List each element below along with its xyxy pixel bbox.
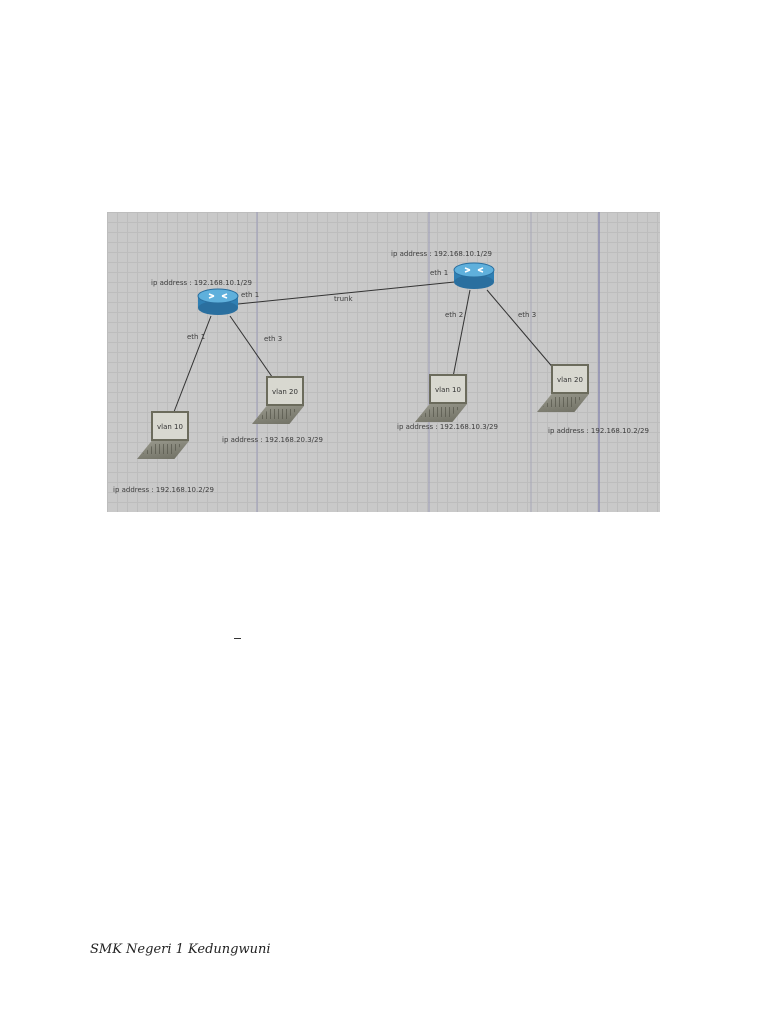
laptop-vlan-label: vlan 10 (435, 386, 461, 394)
laptop-icon: vlan 10 (415, 374, 471, 430)
router-right-ip-label: ip address : 192.168.10.1/29 (391, 250, 492, 258)
router-left-icon (197, 288, 239, 318)
laptop-keyboard (543, 397, 583, 407)
laptop-vlan-label: vlan 10 (157, 423, 183, 431)
connection-lines (171, 212, 600, 512)
port-label-right-eth2: eth 2 (445, 311, 464, 319)
router-left-ip-label: ip address : 192.168.10.1/29 (151, 279, 252, 287)
laptop-icon: vlan 20 (537, 364, 593, 420)
laptop-screen: vlan 10 (151, 411, 189, 441)
port-label-left-eth3: eth 3 (264, 335, 283, 343)
link-right-eth3 (486, 289, 556, 371)
link-right-eth2 (452, 289, 471, 378)
laptop-screen: vlan 20 (551, 364, 589, 394)
laptop-screen: vlan 20 (266, 376, 304, 406)
link-left-eth3 (229, 315, 278, 385)
laptop-vlan-label: vlan 20 (557, 376, 583, 384)
laptop-keyboard (258, 409, 298, 419)
laptop-screen: vlan 10 (429, 374, 467, 404)
laptop-ip-label: ip address : 192.168.10.2/29 (113, 486, 214, 494)
router-right-icon (453, 262, 495, 292)
laptop-keyboard (421, 407, 461, 417)
text-cursor-dash (234, 638, 241, 639)
laptop-vlan-label: vlan 20 (272, 388, 298, 396)
laptop-ip-label: ip address : 192.168.10.2/29 (548, 427, 649, 435)
trunk-label: trunk (334, 295, 353, 303)
laptop-ip-label: ip address : 192.168.20.3/29 (222, 436, 323, 444)
network-diagram: ip address : 192.168.10.1/29 ip address … (107, 212, 660, 512)
port-label-left-uplink: eth 1 (241, 291, 260, 299)
port-label-right-eth3: eth 3 (518, 311, 537, 319)
link-left-eth1 (171, 315, 212, 418)
port-label-right-uplink: eth 1 (430, 269, 449, 277)
trunk-link (237, 279, 475, 305)
laptop-icon: vlan 20 (252, 376, 308, 432)
laptop-ip-label: ip address : 192.168.10.3/29 (397, 423, 498, 431)
laptop-icon: vlan 10 (137, 411, 193, 467)
laptop-keyboard (143, 444, 183, 454)
port-label-left-eth1: eth 1 (187, 333, 206, 341)
footer-school-name: SMK Negeri 1 Kedungwuni (90, 942, 271, 957)
